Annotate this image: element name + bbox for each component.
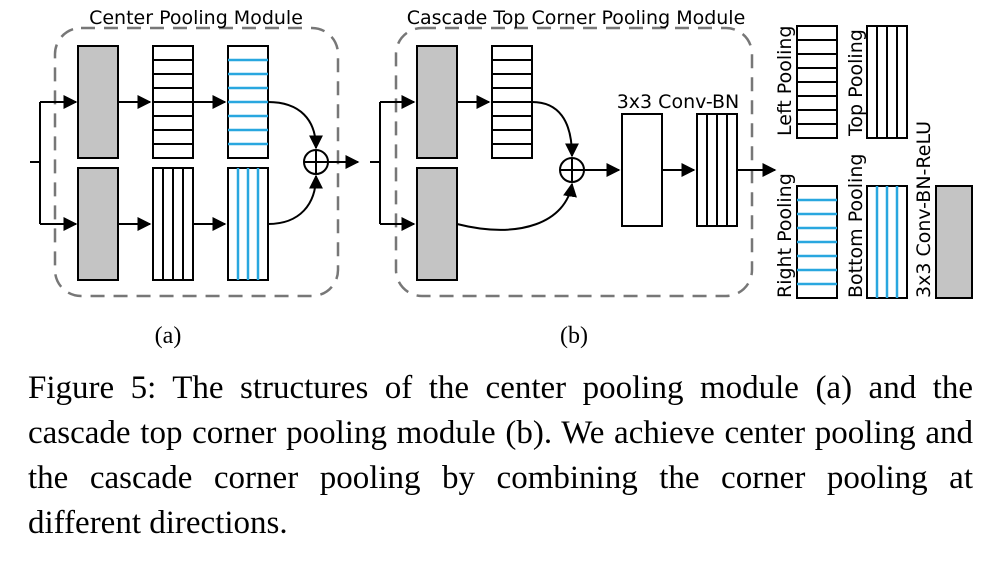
horizontal-pool-map bbox=[491, 45, 533, 159]
feature-map-gray bbox=[77, 45, 119, 159]
panel-a-sublabel: (a) bbox=[155, 323, 182, 349]
legend-right-pooling-label: Right Pooling bbox=[774, 173, 796, 298]
feature-map-gray bbox=[416, 167, 458, 281]
legend-top-pooling-swatch bbox=[866, 25, 908, 139]
feature-map-gray bbox=[77, 167, 119, 281]
legend-bottom-pooling-swatch bbox=[866, 185, 908, 299]
center-pooling-module: Center Pooling Module bbox=[30, 7, 360, 349]
figure-caption: Figure 5: The structures of the center p… bbox=[28, 370, 973, 541]
legend-conv-bn-relu-label: 3x3 Conv-BN-ReLU bbox=[913, 121, 935, 298]
circled-plus-icon bbox=[303, 149, 329, 175]
horizontal-pool-map bbox=[152, 45, 194, 159]
module-b-dashed-border bbox=[394, 26, 754, 298]
vertical-pool-map bbox=[696, 113, 738, 227]
vertical-pool-map-blue bbox=[227, 167, 269, 281]
circled-plus-icon bbox=[559, 157, 585, 183]
module-a-title: Center Pooling Module bbox=[89, 7, 303, 29]
legend-conv-bn-relu-swatch bbox=[935, 185, 973, 299]
legend-right-pooling-swatch bbox=[796, 185, 838, 299]
legend-top-pooling-label: Top Pooling bbox=[845, 29, 867, 137]
panel-b-sublabel: (b) bbox=[560, 323, 588, 349]
vertical-pool-map bbox=[152, 167, 194, 281]
legend: Left Pooling Top Pooling Right Pooling B… bbox=[774, 25, 973, 299]
legend-bottom-pooling-label: Bottom Pooling bbox=[845, 154, 867, 298]
horizontal-pool-map-blue bbox=[227, 45, 269, 159]
module-b-title: Cascade Top Corner Pooling Module bbox=[407, 7, 746, 29]
conv-bn-block bbox=[621, 113, 663, 227]
legend-left-pooling-swatch bbox=[796, 25, 838, 139]
feature-map-gray bbox=[416, 45, 458, 159]
figure-5-diagram: Center Pooling Module bbox=[30, 7, 973, 349]
legend-left-pooling-label: Left Pooling bbox=[774, 26, 796, 136]
conv-bn-label: 3x3 Conv-BN bbox=[617, 91, 740, 113]
cascade-top-corner-pooling-module: Cascade Top Corner Pooling Module 3x3 Co… bbox=[370, 7, 777, 349]
